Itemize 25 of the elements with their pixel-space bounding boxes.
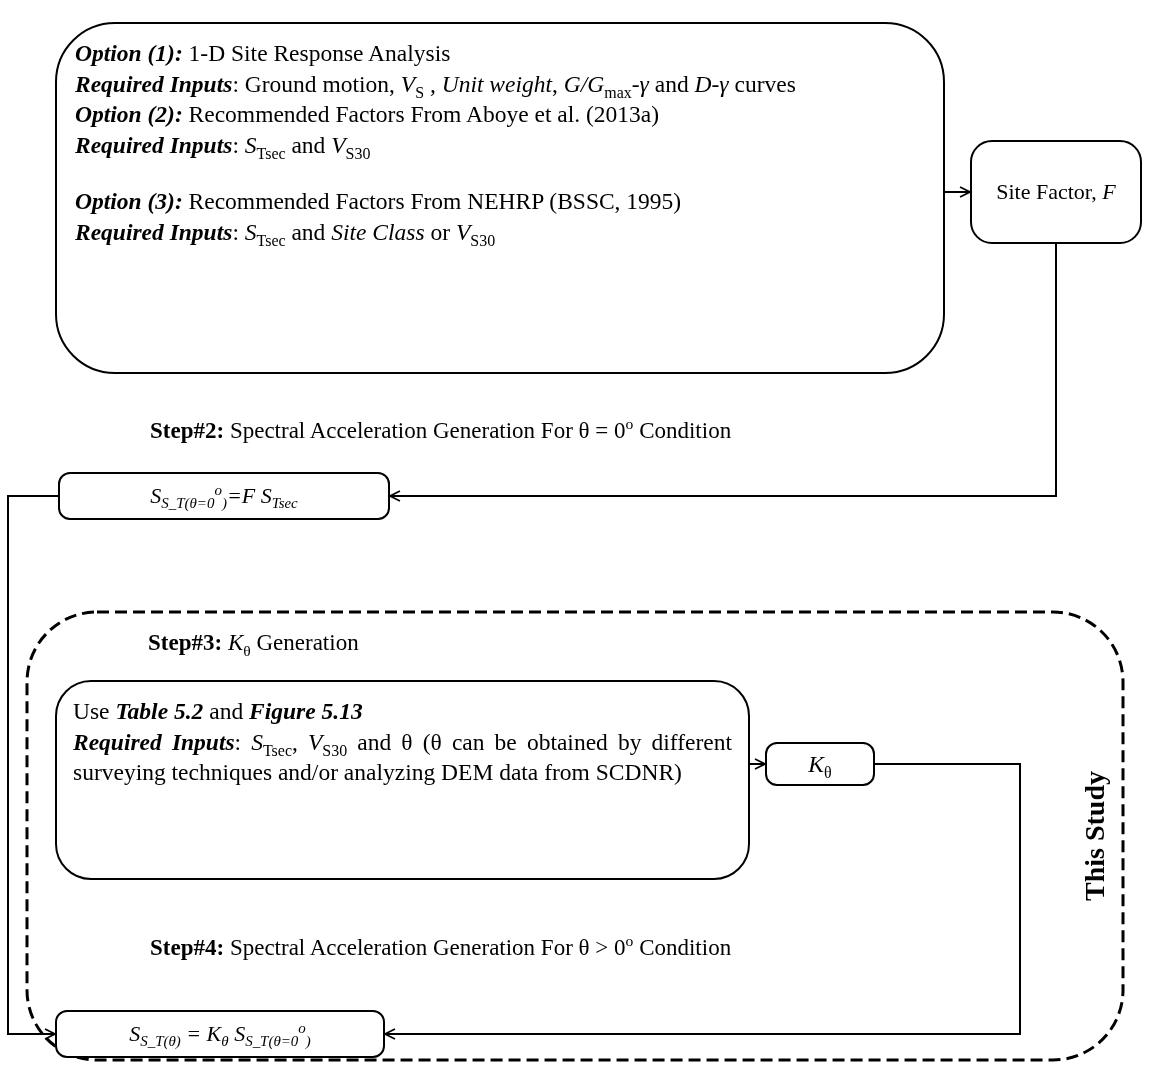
formula-box (58, 472, 390, 520)
node-text: Required Inputs: Ground motion, V$_{S}$ , Unit weight, G/G$_{max}$-γ and D-γ curves (75, 69, 797, 100)
node-text: Option (3): Recommended Factors From NEHRP (BSSC, 1995) (75, 187, 683, 217)
node-text: Option (2): Recommended Factors From Aboye et al. (2013a) (75, 100, 661, 130)
arrow (944, 186, 971, 198)
node-text: Use Table 5.2 and Figure 5.13 (73, 697, 364, 726)
result-box (765, 742, 875, 786)
arrow (7, 495, 59, 1040)
step-heading: Step#4: Spectral Acceleration Generation For θ > 0$^{o}$ Condition (150, 935, 732, 961)
node-text: K$_{θ}$ (807, 749, 833, 780)
arrow (384, 763, 1021, 1040)
region-label: This Study (1079, 770, 1111, 903)
node-text: Required Inputs: S$_{Tsec}$, V$_{S30}$ and θ (θ can be obtained by different surveying techniques and/or analyzing DEM data from SCDNR) (73, 727, 732, 788)
node-text: Option (1): 1-D Site Response Analysis (75, 39, 452, 68)
arrow (389, 243, 1057, 502)
process-box (55, 680, 750, 880)
step-heading: Step#3: K$_{θ}$ Generation (148, 630, 359, 656)
node-text: Site Factor, F (995, 177, 1117, 206)
node-text: Required Inputs: S$_{Tsec}$ and Site Class or V$_{S30}$ (75, 217, 497, 248)
process-box (970, 140, 1142, 244)
process-box (55, 22, 945, 374)
node-text: Required Inputs: S$_{Tsec}$ and V$_{S30}$ (75, 130, 372, 161)
arrow (749, 758, 766, 770)
step-heading: Step#2: Spectral Acceleration Generation For θ = 0$^{o}$ Condition (150, 418, 732, 444)
study-region (25, 610, 1125, 1062)
